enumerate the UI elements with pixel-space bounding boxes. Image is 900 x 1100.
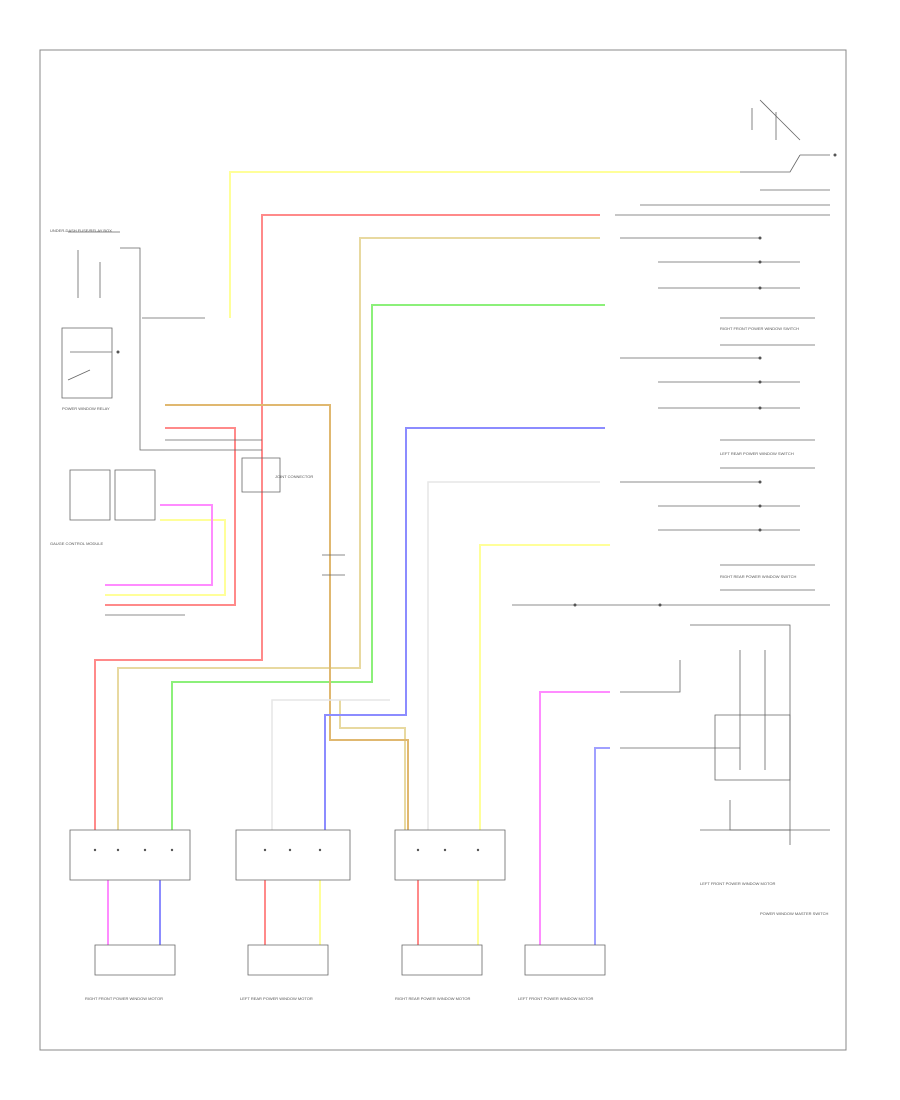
label-left-rear-switch: LEFT REAR POWER WINDOW SWITCH — [720, 451, 794, 456]
label-right-rear-switch: RIGHT REAR POWER WINDOW SWITCH — [720, 574, 796, 579]
wire-misc — [264, 880, 479, 945]
wire-pink — [105, 504, 610, 945]
wire-blue — [159, 427, 605, 945]
label-motor-lf: LEFT FRONT POWER WINDOW MOTOR — [518, 996, 593, 1001]
wire-violet — [594, 747, 610, 945]
switch-contacts — [93, 153, 837, 852]
label-main-switch: POWER WINDOW MASTER SWITCH — [760, 911, 829, 916]
label-motor-rr: RIGHT REAR POWER WINDOW MOTOR — [395, 996, 471, 1001]
wire-tan — [117, 237, 600, 830]
label-main-relay: POWER WINDOW RELAY — [62, 406, 110, 411]
wire-white — [271, 481, 600, 830]
wire-red — [94, 214, 600, 830]
label-right-front-switch: RIGHT FRONT POWER WINDOW SWITCH — [720, 326, 799, 331]
label-motor-rf: RIGHT FRONT POWER WINDOW MOTOR — [85, 996, 163, 1001]
label-fuse-box: UNDER-DASH FUSE/RELAY BOX — [50, 228, 112, 233]
label-left-front-motor: LEFT FRONT POWER WINDOW MOTOR — [700, 881, 775, 886]
label-motor-lr: LEFT REAR POWER WINDOW MOTOR — [240, 996, 313, 1001]
black-wiring — [61, 99, 830, 976]
wire-brown — [165, 404, 409, 830]
wire-yellow — [105, 171, 740, 830]
wire-green — [171, 304, 605, 830]
label-ecu: GAUGE CONTROL MODULE — [50, 541, 104, 546]
diagram-border — [39, 49, 847, 1051]
label-connector: JOINT CONNECTOR — [275, 474, 313, 479]
